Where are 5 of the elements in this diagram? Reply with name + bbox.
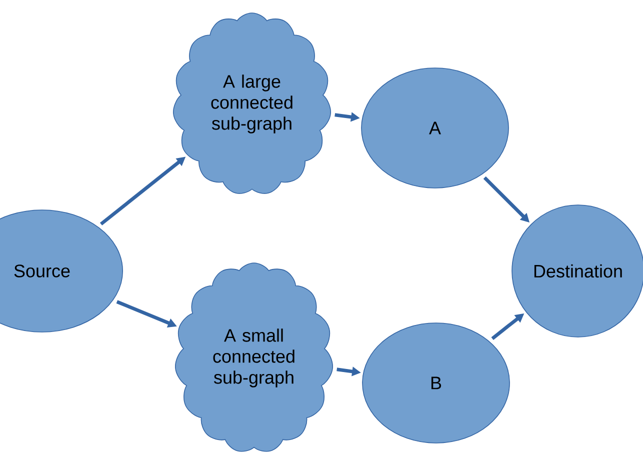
cloud-node: A large connected sub-graph xyxy=(172,12,332,194)
ellipse-node: A xyxy=(361,68,509,188)
ellipse-node: B xyxy=(362,322,510,444)
circle-node: Destination xyxy=(512,204,643,338)
cloud-node: A small connected sub-graph xyxy=(174,262,334,452)
